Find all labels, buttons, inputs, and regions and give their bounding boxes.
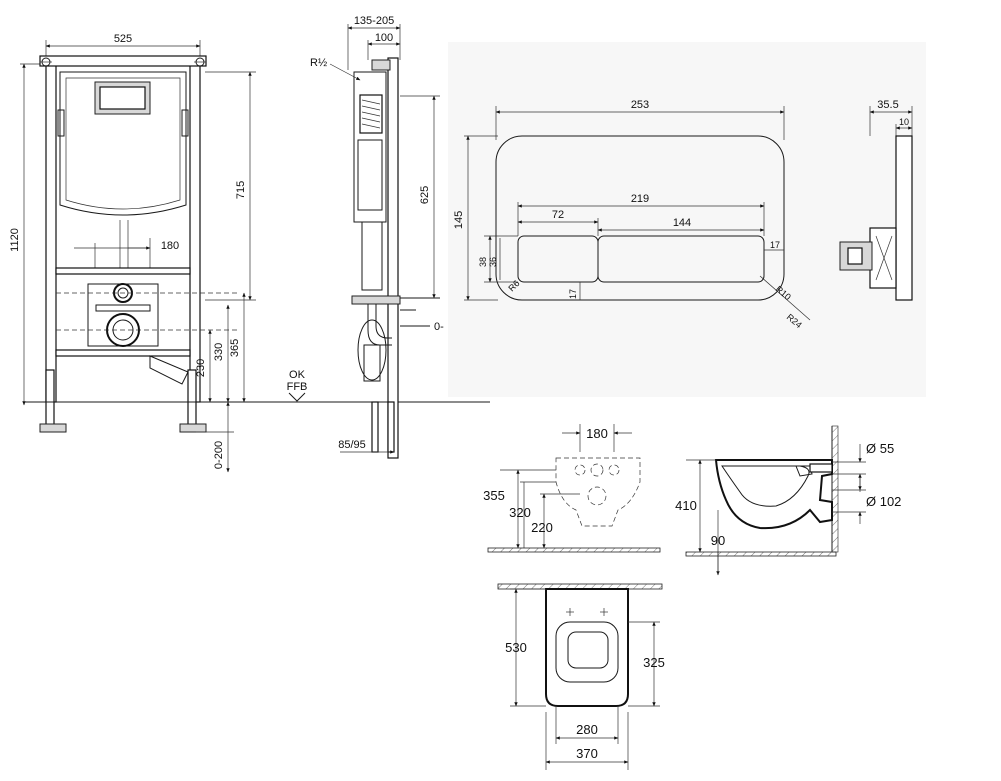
frame-side-view: 135-205 100 R½ 0- 625 <box>310 15 444 459</box>
floor-label: OK <box>289 369 306 381</box>
dim-outlet-low: 230 <box>195 359 207 377</box>
dim-wc-h1: 355 <box>483 488 505 503</box>
dim-pipe-small: Ø 55 <box>866 441 894 456</box>
dim-side-foot: 85/95 <box>338 439 366 451</box>
dim-wc-h2: 320 <box>509 505 531 520</box>
dim-rod-spacing: 180 <box>161 240 179 252</box>
dim-wc-seat-depth: 325 <box>643 655 665 670</box>
dim-gap-bottom: 17 <box>568 289 578 299</box>
dim-button-h-inner: 36 <box>488 257 498 267</box>
dim-plate-depth: 35.5 <box>877 99 898 111</box>
dim-plate-height: 145 <box>453 211 465 229</box>
dim-wc-length: 530 <box>505 640 527 655</box>
dim-pipe-large: Ø 102 <box>866 494 901 509</box>
dim-plate-depth-inner: 10 <box>899 117 909 127</box>
dim-frame-height: 1120 <box>9 228 21 252</box>
dim-wc-spacing: 180 <box>586 426 608 441</box>
dim-wc-outer-width: 370 <box>576 746 598 761</box>
dim-side-cistern: 625 <box>419 186 431 204</box>
thread-label: R½ <box>310 57 327 69</box>
dim-foot-adjust: 0-200 <box>213 441 225 469</box>
frame-front-view: 525 1120 715 180 <box>9 33 490 473</box>
dim-depth-range: 135-205 <box>354 15 394 27</box>
dim-wc-h3: 220 <box>531 520 553 535</box>
dim-inlet-height: 365 <box>229 339 241 357</box>
wc-top-view: 530 325 280 370 <box>497 583 665 770</box>
dim-wc-inner-width: 280 <box>576 722 598 737</box>
wc-side-view: 410 90 Ø 55 Ø 102 <box>675 425 901 576</box>
dim-outlet-center: 330 <box>213 343 225 361</box>
dim-button-large: 144 <box>673 217 691 229</box>
wc-front-view: 180 355 320 220 <box>483 424 661 553</box>
dim-wc-side-height: 410 <box>675 498 697 513</box>
floor-sub-label: FFB <box>287 381 308 393</box>
dim-buttons-width: 219 <box>631 193 649 205</box>
dim-button-h-outer: 38 <box>478 257 488 267</box>
dim-plate-width: 253 <box>631 99 649 111</box>
dim-depth: 100 <box>375 32 393 44</box>
dim-side-offset: 0- <box>434 321 444 333</box>
flush-plate-view: 253 145 219 72 144 38 36 17 17 R6 <box>448 42 926 397</box>
dim-frame-width: 525 <box>114 33 132 45</box>
dim-cistern-height: 715 <box>235 181 247 199</box>
dim-button-small: 72 <box>552 209 564 221</box>
dim-wc-side-offset: 90 <box>711 533 725 548</box>
dim-gap-right: 17 <box>770 240 780 250</box>
